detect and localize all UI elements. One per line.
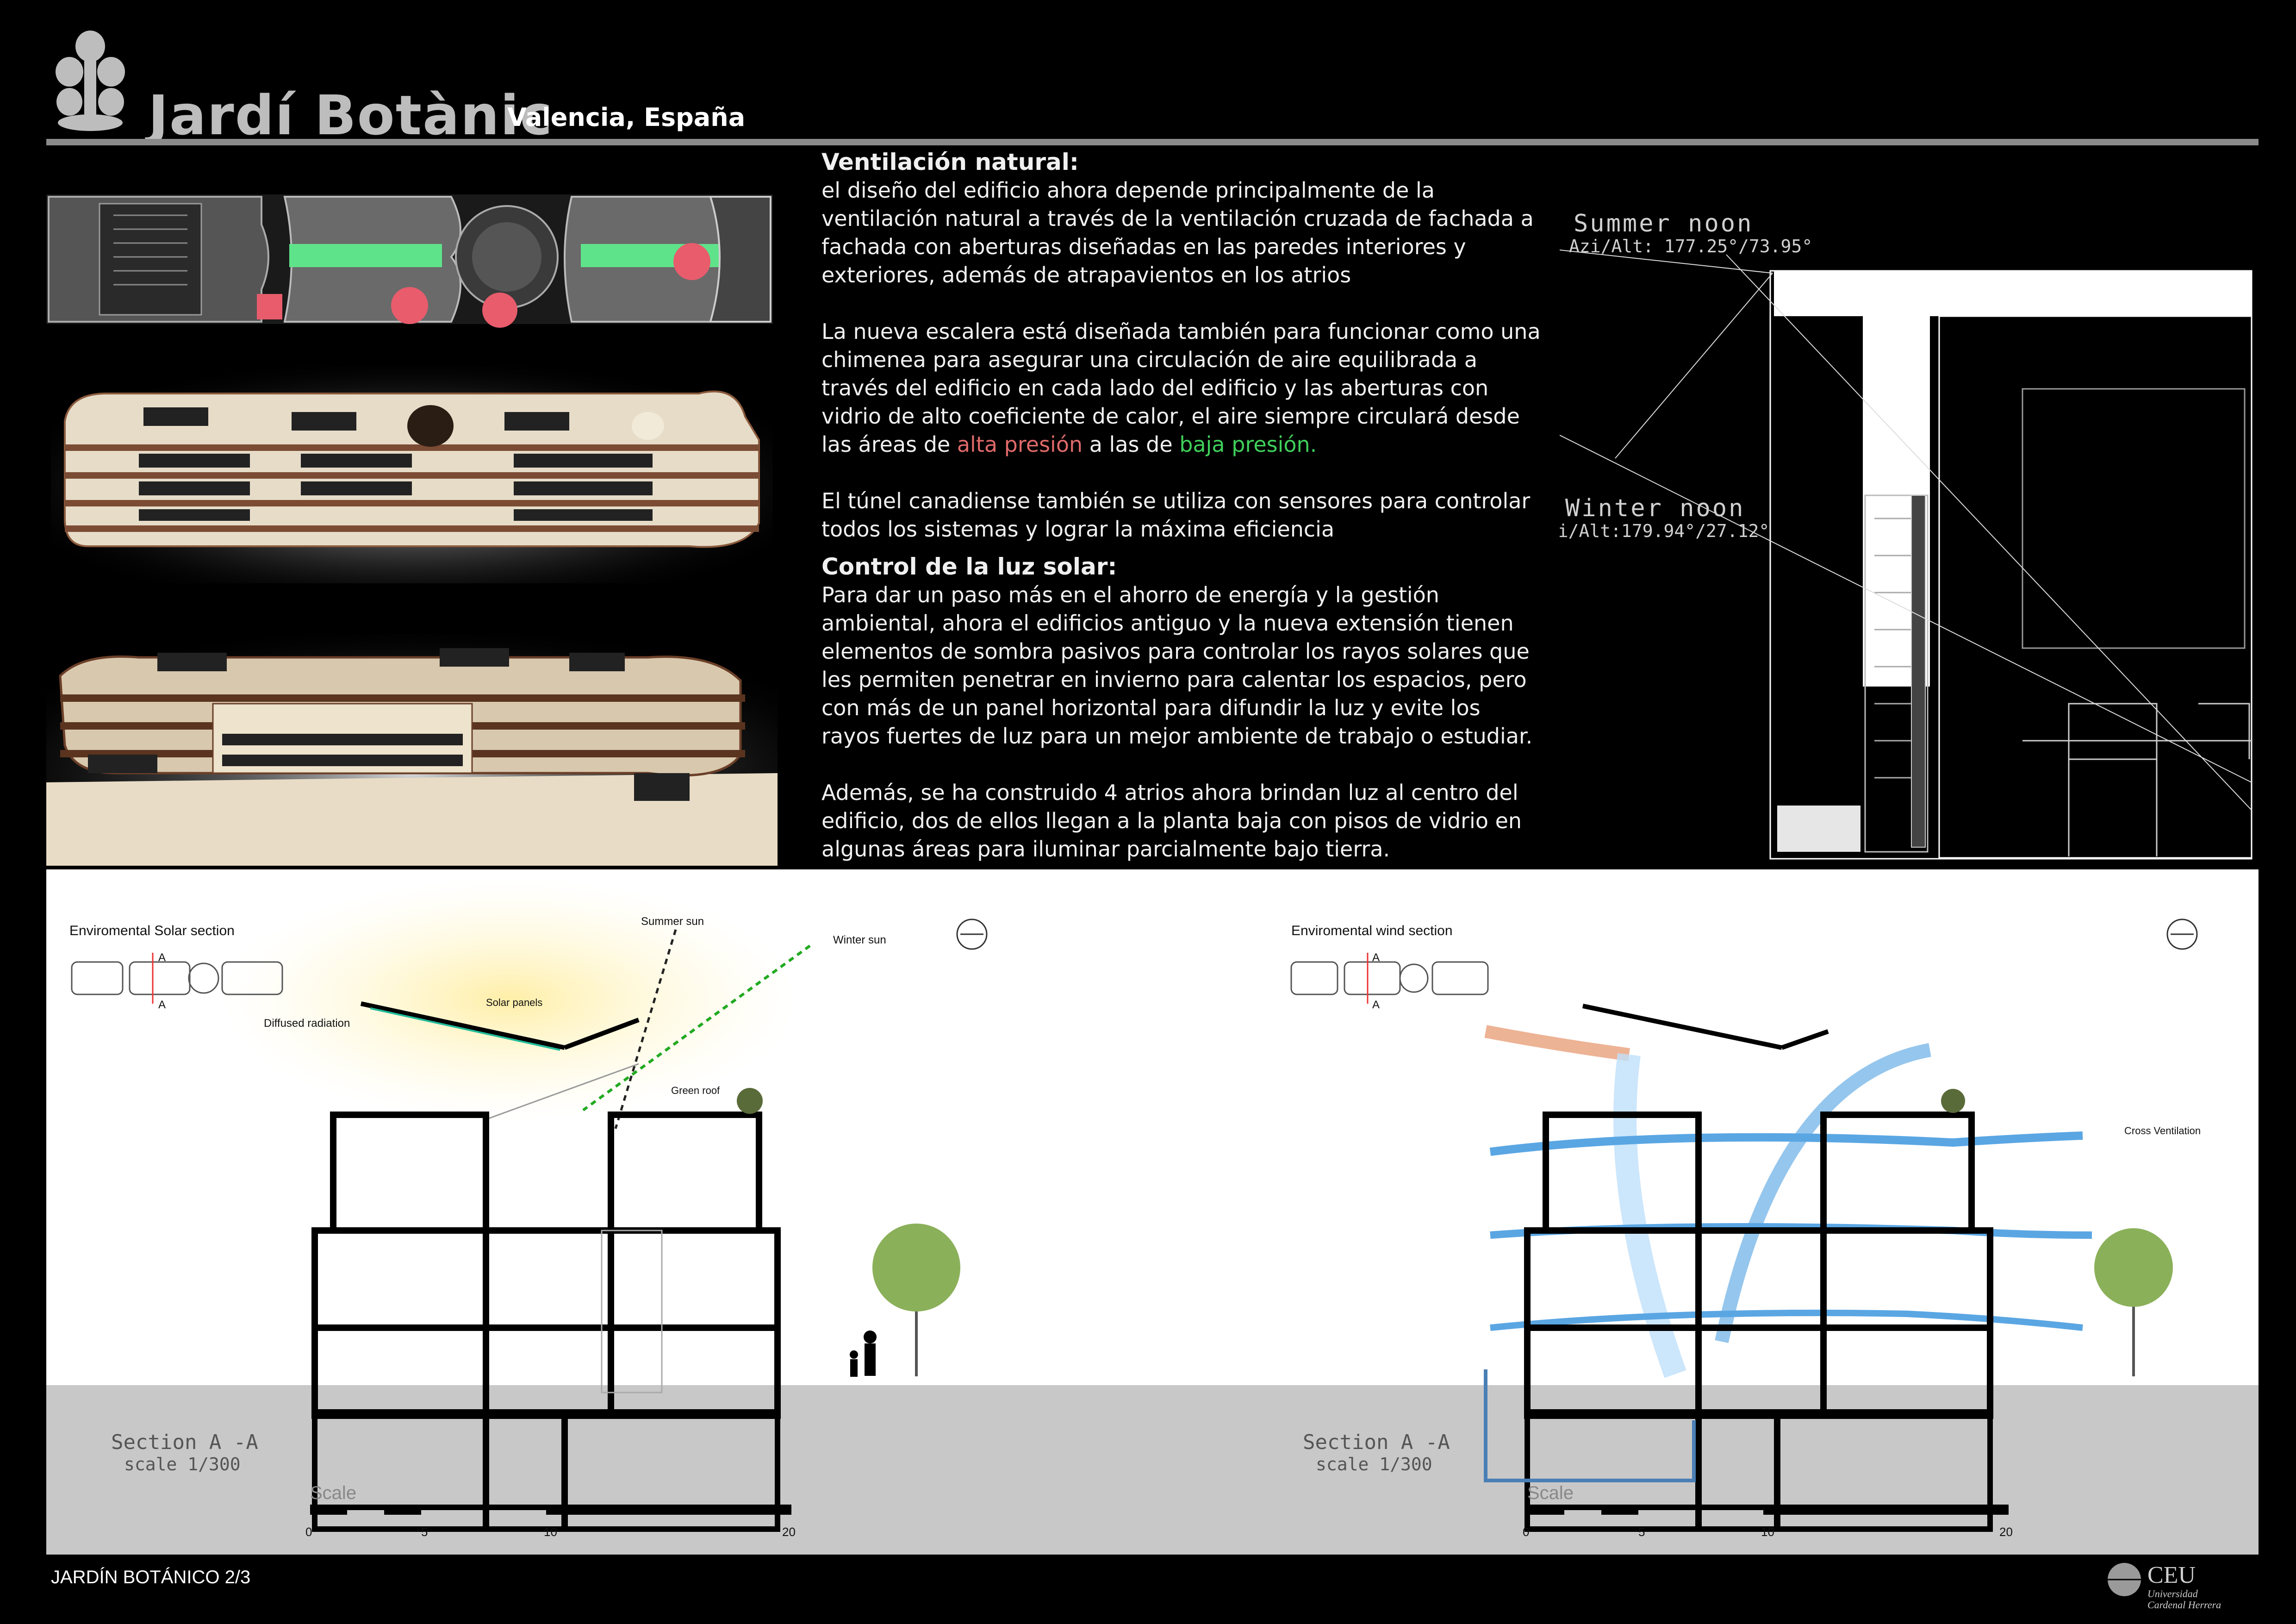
wind-marker-top: A [1372,951,1380,964]
sun-angle-detail: Summer noon Azi/Alt: 177.25°/73.95° Wint… [1560,210,2252,860]
wind-tree-icon [2094,1228,2173,1307]
wind-section-title: Enviromental wind section [1291,923,1453,938]
high-pressure-text: alta presión [957,432,1083,457]
winter-noon-label: Winter noon [1565,494,1745,522]
vent-p2-mid: a las de [1083,432,1180,457]
leaf-logo-icon [56,31,125,131]
tree-icon [872,1224,960,1312]
wind-section-diagram: Enviromental wind section A A Cross Vent… [1290,918,2201,1539]
solar-section-title: Enviromental Solar section [69,923,235,938]
wind-scale-label: scale 1/300 [1316,1454,1432,1474]
footer-page-label: JARDÍN BOTÁNICO 2/3 [51,1567,251,1587]
wind-scale-title: Scale [1527,1483,1574,1503]
solar-panels-label: Solar panels [486,997,542,1008]
ceu-sub-1: Universidad [2147,1588,2198,1599]
solar-section-label: Section A -A [111,1430,258,1454]
solar-scale-tick-5: 5 [421,1525,428,1539]
wind-scale-tick-20: 20 [1999,1525,2013,1539]
page-title: Jardí Botànic [148,83,554,147]
cross-ventilation-label: Cross Ventilation [2124,1125,2201,1137]
person-icon [864,1330,877,1343]
winter-sun-label: Winter sun [833,934,886,946]
ceu-sub-2: Cardenal Herrera [2147,1599,2221,1611]
low-pressure-text: baja presión. [1179,432,1317,457]
diffused-radiation-label: Diffused radiation [264,1017,350,1030]
north-arrow-icon [956,918,988,950]
wind-marker-bottom: A [1372,999,1380,1011]
solar-scale-tick-20: 20 [782,1525,796,1539]
header-divider [46,139,2259,145]
solar-scale-tick-0: 0 [305,1525,312,1539]
wind-scale-tick-0: 0 [1523,1525,1529,1539]
wind-scale-tick-5: 5 [1638,1525,1645,1539]
wind-key-plan [1290,953,1489,1004]
ceu-name: CEU [2147,1562,2196,1588]
winter-noon-angle: Azi/Alt:179.94°/27.12° [1560,521,1769,541]
floor-plan [46,194,773,328]
solar-scale-tick-10: 10 [544,1525,557,1539]
solar-heading: Control de la luz solar: [821,553,1117,580]
green-roof-label: Green roof [671,1085,720,1096]
page-location: Valencia, España [507,103,746,132]
ventilation-paragraph-3: El túnel canadiense también se utiliza c… [821,488,1531,542]
solar-key-plan [71,953,283,1004]
summer-noon-angle: Azi/Alt: 177.25°/73.95° [1569,236,1812,256]
solar-scale-label: scale 1/300 [124,1454,241,1474]
ventilation-heading: Ventilación natural: [821,149,1079,175]
ventilation-paragraph-2: La nueva escalera está diseñada también … [821,318,1543,459]
wind-north-arrow-icon [2166,918,2198,950]
solar-paragraph-1: Para dar un paso más en el ahorro de ene… [821,582,1533,749]
solar-scale-title: Scale [310,1483,356,1503]
description-text: Ventilación natural: el diseño del edifi… [821,148,1543,892]
summer-noon-label: Summer noon [1574,210,1753,237]
model-photo-2 [46,634,778,866]
vent-p2-start: La nueva escalera está diseñada también … [821,319,1541,457]
model-photo-1 [51,366,773,583]
wind-scale-tick-10: 10 [1761,1525,1774,1539]
summer-sun-label: Summer sun [641,915,704,928]
ventilation-paragraph-1: el diseño del edificio ahora depende pri… [821,178,1534,287]
solar-marker-top: A [158,951,166,964]
solar-marker-bottom: A [158,999,166,1011]
ceu-logo: CEU Universidad Cardenal Herrera [2147,1562,2221,1611]
wind-section-label: Section A -A [1303,1430,1450,1454]
solar-paragraph-2: Además, se ha construido 4 atrios ahora … [821,780,1522,862]
ceu-logo-icon [2108,1563,2141,1596]
solar-section-diagram: Enviromental Solar section A A Summer su… [69,879,988,1539]
